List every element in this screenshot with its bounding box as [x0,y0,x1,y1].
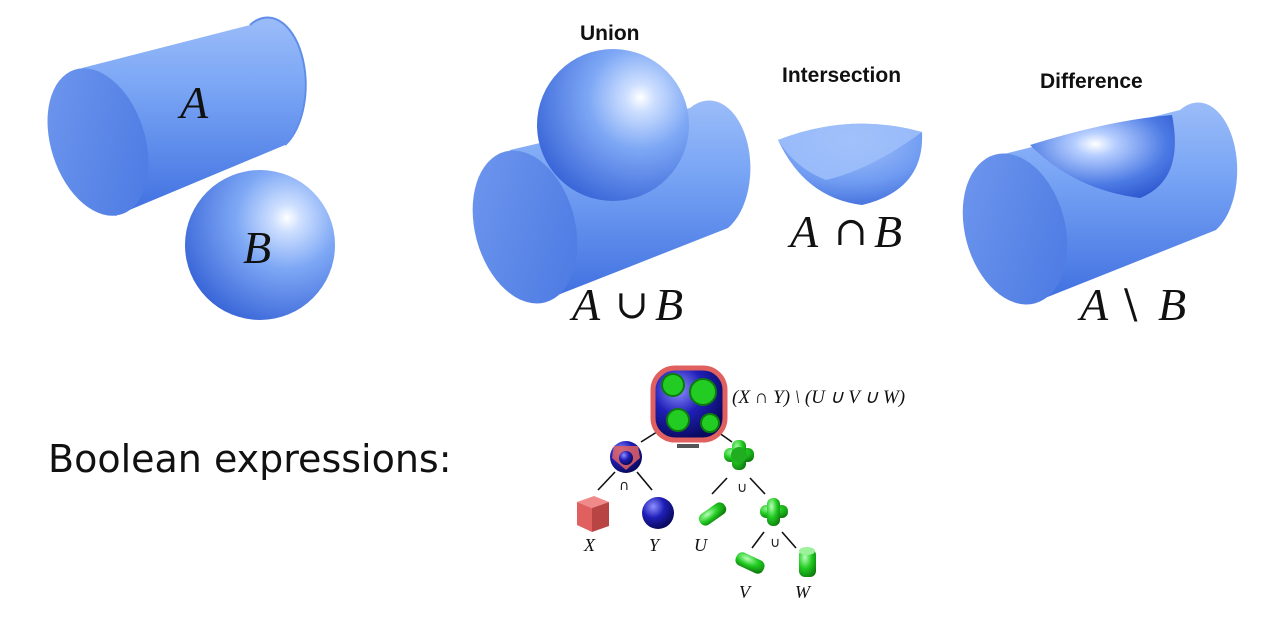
leaf-v-cylinder [735,552,765,574]
intersection-formula-a: A [787,206,819,257]
leaf-x-label: X [583,535,596,555]
difference-formula-b: B [1158,279,1186,330]
root-expression: (X ∩ Y) \ (U ∪ V ∪ W) [732,387,905,408]
union-operator: ∪ [737,480,747,496]
leaf-y-label: Y [649,535,661,555]
union-shape [472,49,751,304]
difference-title: Difference [1040,70,1143,93]
boolean-expressions-heading: Boolean expressions: [48,437,452,481]
union-formula-b: B [655,279,683,330]
leaf-w-cylinder [799,547,816,577]
leaf-w-label: W [795,582,812,602]
difference-operator-mark [677,444,699,448]
difference-shape [962,102,1238,305]
leaf-u-label: U [694,535,708,555]
leaf-u-cylinder [698,502,727,526]
intersection-shape [778,123,923,205]
intersection-operator: ∩ [619,478,629,494]
leaf-v-label: V [739,582,752,602]
csg-tree: (X ∩ Y) \ (U ∪ V ∪ W) ∩ X Y ∪ [577,365,905,602]
intersection-title: Intersection [782,64,901,87]
union-title: Union [580,22,639,45]
leaf-y-sphere [642,497,674,529]
difference-formula-a: A [1077,279,1109,330]
union-formula-op: ∪ [615,282,649,328]
root-node [650,365,728,443]
leaf-x-cube [577,496,609,532]
label-b: B [243,222,271,273]
sub-union-node [760,498,788,526]
cylinder-a [47,16,307,216]
sub-union-operator: ∪ [770,535,780,551]
difference-formula-op: \ [1124,282,1138,328]
union-formula-a: A [569,279,601,330]
union-node [724,440,754,470]
label-a: A [177,77,209,128]
intersection-node [610,441,642,473]
sphere-b [185,170,335,320]
intersection-formula-op: ∩ [834,209,868,255]
intersection-formula-b: B [874,206,902,257]
